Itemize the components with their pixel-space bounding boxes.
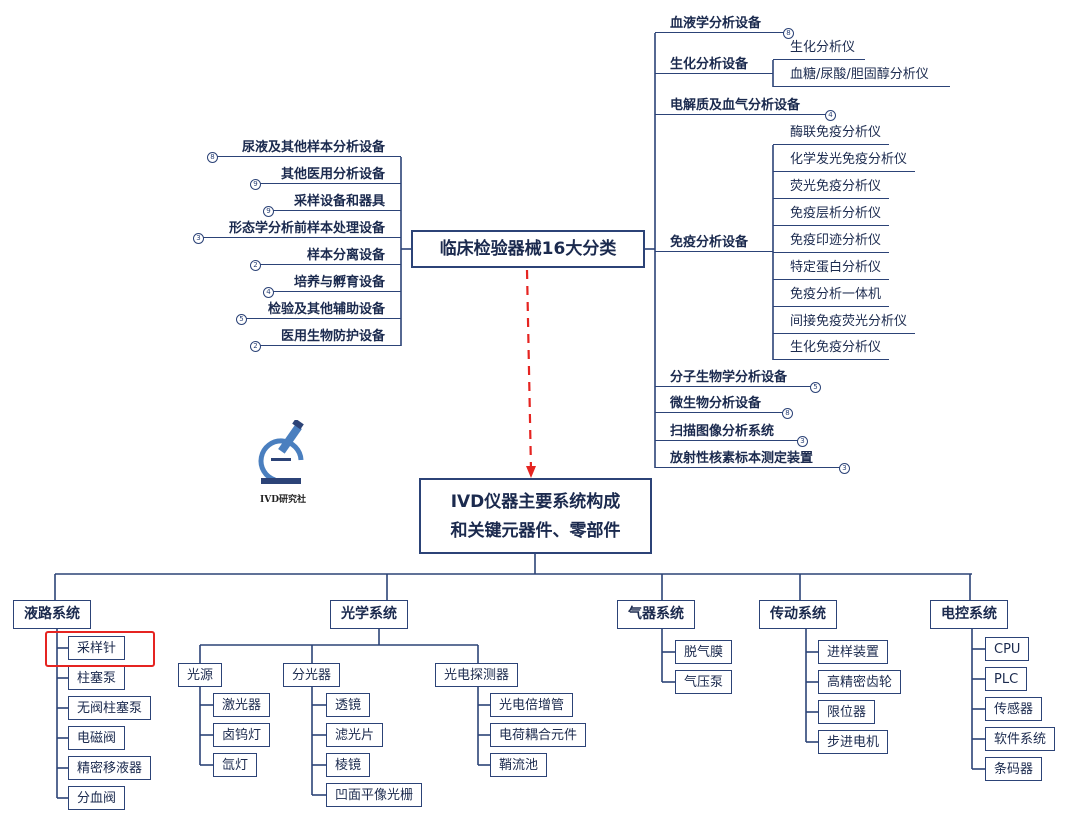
system-3[interactable]: 传动系统 (759, 600, 837, 629)
immuno-child[interactable]: 荧光免疫分析仪 (773, 177, 890, 199)
component-item[interactable]: 滤光片 (326, 723, 384, 747)
microscope-icon (258, 418, 304, 484)
immuno-child[interactable]: 生化免疫分析仪 (773, 338, 890, 360)
component-item[interactable]: 柱塞泵 (68, 666, 126, 690)
left-branch-3[interactable]: 形态学分析前样本处理设备 (198, 219, 401, 238)
component-item[interactable]: CPU (985, 637, 1030, 661)
immuno-child[interactable]: 免疫分析一体机 (773, 285, 890, 307)
left-branch-6[interactable]: 检验及其他辅助设备 (241, 300, 401, 319)
component-item[interactable]: 精密移液器 (68, 756, 152, 780)
optics-group-2[interactable]: 光电探测器 (435, 663, 519, 687)
ivd-title-line-2: 和关键元器件、零部件 (450, 521, 621, 541)
highlight-box (45, 631, 155, 667)
left-branch-4[interactable]: 样本分离设备 (255, 246, 401, 265)
dashed-arrow-line (525, 269, 533, 471)
ivd-title-line-1: IVD仪器主要系统构成 (450, 492, 621, 512)
left-branch-7[interactable]: 医用生物防护设备 (255, 327, 401, 346)
right-branch-0[interactable]: 血液学分析设备 (655, 14, 786, 33)
right-branch-7[interactable]: 放射性核素标本测定装置 (655, 449, 842, 468)
component-item[interactable]: 卤钨灯 (213, 723, 271, 747)
component-item[interactable]: 电荷耦合元件 (490, 723, 587, 747)
right-branch-6[interactable]: 扫描图像分析系统 (655, 422, 800, 441)
component-item[interactable]: 气压泵 (675, 670, 733, 694)
count-badge[interactable]: 2 (250, 260, 261, 271)
immuno-child[interactable]: 免疫层析分析仪 (773, 204, 890, 226)
immuno-child[interactable]: 免疫印迹分析仪 (773, 231, 890, 253)
component-item[interactable]: 条码器 (985, 757, 1043, 781)
component-item[interactable]: 无阀柱塞泵 (68, 696, 152, 720)
right-branch-5[interactable]: 微生物分析设备 (655, 394, 785, 413)
component-item[interactable]: 棱镜 (326, 753, 371, 777)
component-item[interactable]: 氙灯 (213, 753, 258, 777)
immuno-child[interactable]: 间接免疫荧光分析仪 (773, 312, 916, 334)
biochem-child[interactable]: 生化分析仪 (773, 38, 865, 60)
count-badge[interactable]: 8 (782, 408, 793, 419)
component-item[interactable]: 鞘流池 (490, 753, 548, 777)
optics-group-0[interactable]: 光源 (178, 663, 223, 687)
immuno-child[interactable]: 特定蛋白分析仪 (773, 258, 890, 280)
component-item[interactable]: 进样装置 (818, 640, 889, 664)
count-badge[interactable]: 9 (263, 206, 274, 217)
arrow-head-icon (526, 466, 536, 478)
root-node[interactable]: 临床检验器械16大分类 (411, 230, 645, 268)
ivd-system-node[interactable]: IVD仪器主要系统构成 和关键元器件、零部件 (419, 478, 652, 554)
component-item[interactable]: 电磁阀 (68, 726, 126, 750)
count-badge[interactable]: 2 (250, 341, 261, 352)
left-branch-5[interactable]: 培养与孵育设备 (268, 273, 401, 292)
count-badge[interactable]: 3 (839, 463, 850, 474)
count-badge[interactable]: 5 (236, 314, 247, 325)
component-item[interactable]: 激光器 (213, 693, 271, 717)
count-badge[interactable]: 5 (810, 382, 821, 393)
component-item[interactable]: 传感器 (985, 697, 1043, 721)
system-1[interactable]: 光学系统 (330, 600, 408, 629)
component-item[interactable]: PLC (985, 667, 1028, 691)
system-4[interactable]: 电控系统 (930, 600, 1008, 629)
immuno-child[interactable]: 酶联免疫分析仪 (773, 123, 890, 145)
component-item[interactable]: 高精密齿轮 (818, 670, 902, 694)
count-badge[interactable]: 8 (207, 152, 218, 163)
component-item[interactable]: 限位器 (818, 700, 876, 724)
count-badge[interactable]: 8 (783, 28, 794, 39)
right-branch-1[interactable]: 生化分析设备 (655, 55, 773, 74)
component-item[interactable]: 分血阀 (68, 786, 126, 810)
component-item[interactable]: 透镜 (326, 693, 371, 717)
optics-group-1[interactable]: 分光器 (283, 663, 341, 687)
count-badge[interactable]: 4 (263, 287, 274, 298)
logo-text: IVD研究社 (260, 495, 306, 505)
right-branch-4[interactable]: 分子生物学分析设备 (655, 368, 813, 387)
count-badge[interactable]: 3 (797, 436, 808, 447)
component-item[interactable]: 光电倍增管 (490, 693, 574, 717)
biochem-child[interactable]: 血糖/尿酸/胆固醇分析仪 (773, 65, 950, 87)
component-item[interactable]: 凹面平像光栅 (326, 783, 423, 807)
logo: IVD研究社 (248, 418, 318, 510)
component-item[interactable]: 步进电机 (818, 730, 889, 754)
count-badge[interactable]: 9 (250, 179, 261, 190)
left-branch-2[interactable]: 采样设备和器具 (268, 192, 401, 211)
component-item[interactable]: 软件系统 (985, 727, 1056, 751)
component-item[interactable]: 脱气膜 (675, 640, 733, 664)
left-branch-1[interactable]: 其他医用分析设备 (255, 165, 401, 184)
immuno-child[interactable]: 化学发光免疫分析仪 (773, 150, 916, 172)
left-branch-0[interactable]: 尿液及其他样本分析设备 (212, 138, 401, 157)
count-badge[interactable]: 3 (193, 233, 204, 244)
right-branch-3[interactable]: 免疫分析设备 (655, 233, 773, 252)
component-item[interactable]: 采样针 (68, 636, 126, 660)
system-2[interactable]: 气器系统 (617, 600, 695, 629)
right-branch-2[interactable]: 电解质及血气分析设备 (655, 96, 828, 115)
count-badge[interactable]: 4 (825, 110, 836, 121)
system-0[interactable]: 液路系统 (13, 600, 91, 629)
